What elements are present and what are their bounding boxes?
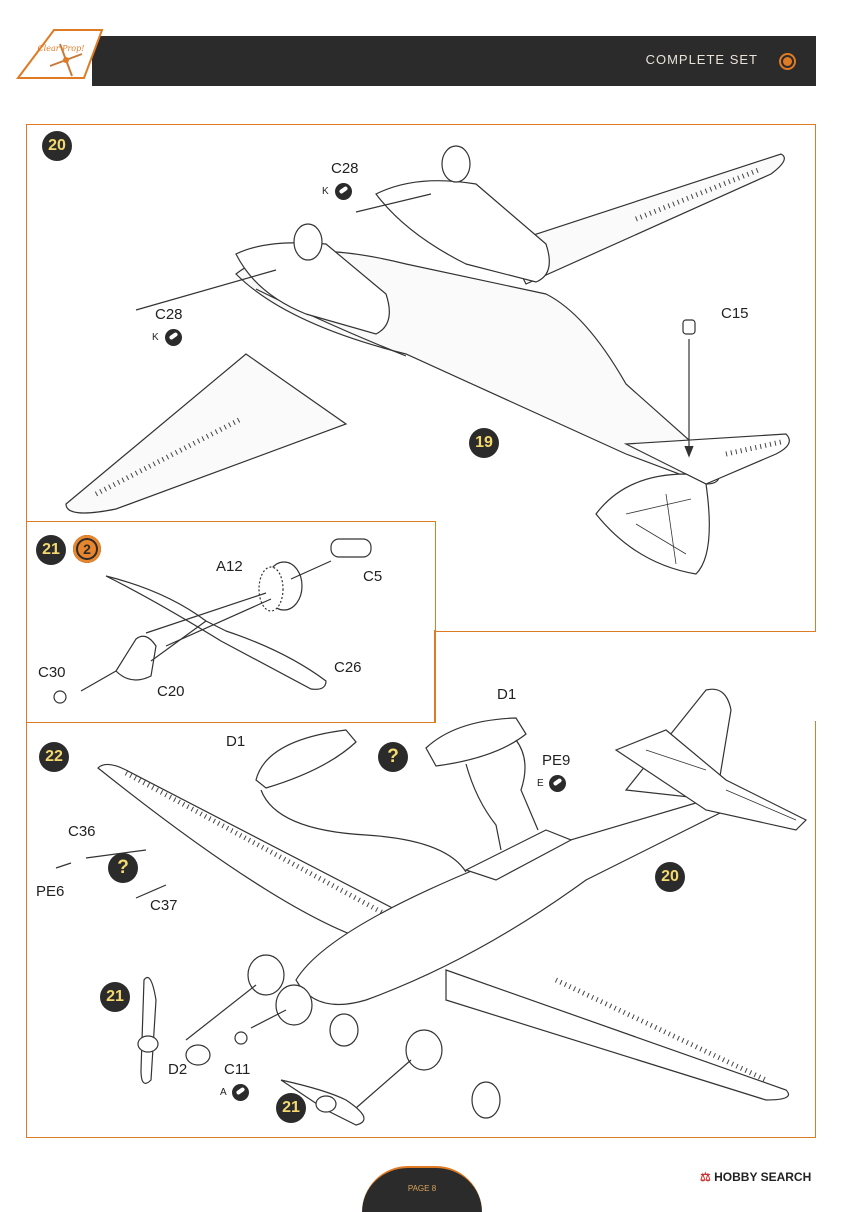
label-c28-top: C28 xyxy=(331,160,359,177)
paint-code-k-top: K xyxy=(322,186,329,197)
label-c11: C11 xyxy=(224,1061,251,1078)
label-pe9: PE9 xyxy=(542,752,571,769)
watermark: ⚖ HOBBY SEARCH xyxy=(700,1170,811,1184)
footer-tab: PAGE 8 xyxy=(362,1166,482,1212)
label-c30: C30 xyxy=(38,664,66,681)
label-a12: A12 xyxy=(216,558,243,575)
paint-code-k-left: K xyxy=(152,332,159,343)
page-number: PAGE 8 xyxy=(407,1184,437,1193)
subassembly-19-badge: 19 xyxy=(469,428,499,458)
step-22-drawing xyxy=(26,680,814,1136)
logo-text: Clear Prop! xyxy=(37,44,85,53)
step-22-badge: 22 xyxy=(39,742,69,772)
step-21-repeat-badge: 2 xyxy=(73,535,101,563)
step-22-top-border xyxy=(434,630,436,722)
paint-drop-icon xyxy=(232,1084,249,1101)
subassembly-21-badge: 21 xyxy=(276,1093,306,1123)
step-21-drawing xyxy=(26,521,434,721)
header-bar: COMPLETE SET xyxy=(92,36,816,86)
label-c20: C20 xyxy=(157,683,185,700)
subassembly-20-badge: 20 xyxy=(655,862,685,892)
logo-icon xyxy=(14,26,104,90)
label-d1-left: D1 xyxy=(226,733,246,750)
label-c36: C36 xyxy=(68,823,96,840)
step-21-badge: 21 xyxy=(36,535,66,565)
label-c5: C5 xyxy=(363,568,383,585)
hobby-search-icon: ⚖ xyxy=(700,1170,711,1184)
paint-drop-icon xyxy=(165,329,182,346)
label-d2: D2 xyxy=(168,1061,188,1078)
question-mark-icon: ? xyxy=(378,742,408,772)
paint-code-a: A xyxy=(220,1087,227,1098)
label-c28-left: C28 xyxy=(155,306,183,323)
label-pe6: PE6 xyxy=(36,883,65,900)
paint-drop-icon xyxy=(549,775,566,792)
paint-code-e: E xyxy=(537,778,544,789)
label-c15: C15 xyxy=(721,305,749,322)
watermark-text: HOBBY SEARCH xyxy=(714,1170,812,1184)
step-22-panel xyxy=(26,721,816,1138)
paint-drop-icon xyxy=(335,183,352,200)
label-c37: C37 xyxy=(150,897,178,914)
label-d1-right: D1 xyxy=(497,686,517,703)
header-title: COMPLETE SET xyxy=(645,52,758,67)
subassembly-21-badge: 21 xyxy=(100,982,130,1012)
label-c26: C26 xyxy=(334,659,362,676)
header-dot-icon xyxy=(781,55,794,68)
step-20-badge: 20 xyxy=(42,131,72,161)
step-20-drawing xyxy=(26,124,814,630)
question-mark-icon: ? xyxy=(108,853,138,883)
